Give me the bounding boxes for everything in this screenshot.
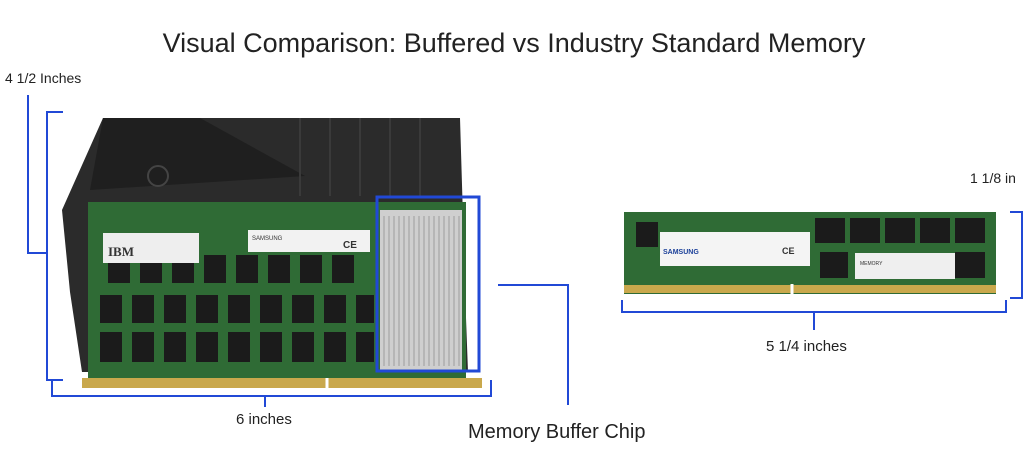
- buffer-chip-highlight: [375, 195, 481, 373]
- samsung-sticker-text: SAMSUNG: [252, 236, 283, 242]
- tray-top-flap: [90, 118, 305, 190]
- buffered-memory-module: IBM SAMSUNG CE: [62, 118, 482, 390]
- buffer-chip-label: Memory Buffer Chip: [468, 421, 646, 443]
- right-dimension-lines: [621, 211, 1023, 330]
- gold-contacts: [82, 378, 482, 388]
- samsung-sticker: [248, 230, 370, 252]
- ibm-sticker: [103, 233, 199, 263]
- right-height-label: 1 1/8 in: [970, 170, 1016, 186]
- left-width-bracket: [51, 380, 492, 397]
- samsung-label: [660, 232, 810, 266]
- left-dimension-lines: [27, 95, 569, 407]
- heatsink: [380, 210, 462, 370]
- right-width-label: 5 1/4 inches: [766, 338, 847, 355]
- left-height-leader: [27, 95, 47, 254]
- ibm-sticker-brand: IBM: [108, 244, 134, 259]
- left-height-label: 4 1/2 Inches: [5, 70, 82, 86]
- page-title: Visual Comparison: Buffered vs Industry …: [162, 28, 866, 58]
- ibm-label: [855, 253, 955, 279]
- samsung-label-text: SAMSUNG: [663, 249, 699, 256]
- ibm-label-text: MEMORY: [860, 261, 883, 267]
- right-width-bracket: [621, 300, 1007, 313]
- tray-logo-icon: [147, 165, 169, 187]
- standard-memory-module: SAMSUNG CE MEMORY: [624, 212, 996, 295]
- standard-gold-contacts: [624, 285, 996, 293]
- right-ce-mark: CE: [782, 246, 795, 256]
- left-ce-mark: CE: [343, 240, 357, 251]
- memory-chips: [100, 255, 374, 362]
- right-height-bracket: [1010, 211, 1023, 299]
- left-height-bracket: [46, 111, 63, 381]
- buffer-chip-leader: [498, 284, 569, 405]
- standard-chips: [636, 218, 985, 278]
- left-width-label: 6 inches: [236, 411, 292, 428]
